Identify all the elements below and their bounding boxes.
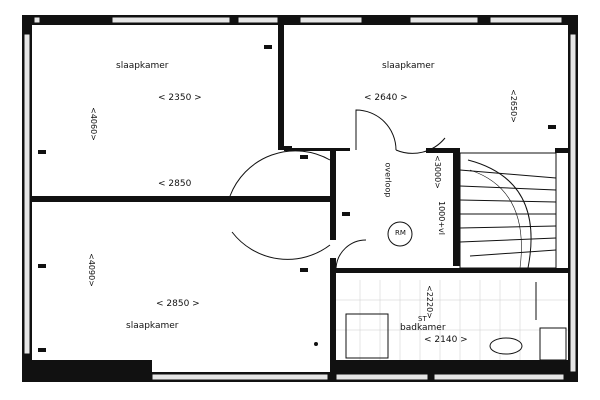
width-dim-hall-upper: < 2850 bbox=[158, 179, 192, 189]
bathroom-tag: ST bbox=[418, 315, 427, 323]
bathroom-fixtures bbox=[345, 282, 567, 361]
depth-dim-top-right: <2650> bbox=[508, 89, 518, 123]
inner-walls bbox=[32, 25, 568, 372]
room-name-top-left: slaapkamer bbox=[116, 61, 169, 71]
room-name-top-right: slaapkamer bbox=[382, 61, 435, 71]
bathroom-tiles bbox=[336, 280, 568, 360]
room-name-bottom-left: slaapkamer bbox=[126, 321, 179, 331]
windows bbox=[23, 16, 577, 381]
room-name-bathroom: badkamer bbox=[400, 323, 446, 333]
meter-label: RM bbox=[395, 229, 406, 237]
width-dim-bottom-left: < 2850 > bbox=[156, 299, 200, 309]
ceiling-dim-hall: 1000+vl bbox=[437, 200, 447, 236]
width-dim-top-right: < 2640 > bbox=[364, 93, 408, 103]
width-dim-bathroom: < 2140 > bbox=[424, 335, 468, 345]
meter-symbol bbox=[387, 221, 413, 247]
depth-dim-hall: <3000> bbox=[432, 155, 442, 189]
depth-dim-bathroom: <2220> bbox=[424, 285, 434, 319]
depth-dim-top-left: <4060> bbox=[88, 107, 98, 141]
staircase bbox=[459, 152, 557, 269]
hall-name: overloop bbox=[383, 162, 393, 198]
width-dim-top-left: < 2350 > bbox=[158, 93, 202, 103]
doors bbox=[229, 109, 446, 269]
wall-sockets bbox=[38, 45, 556, 352]
depth-dim-bottom-left: <4090> bbox=[86, 253, 96, 287]
